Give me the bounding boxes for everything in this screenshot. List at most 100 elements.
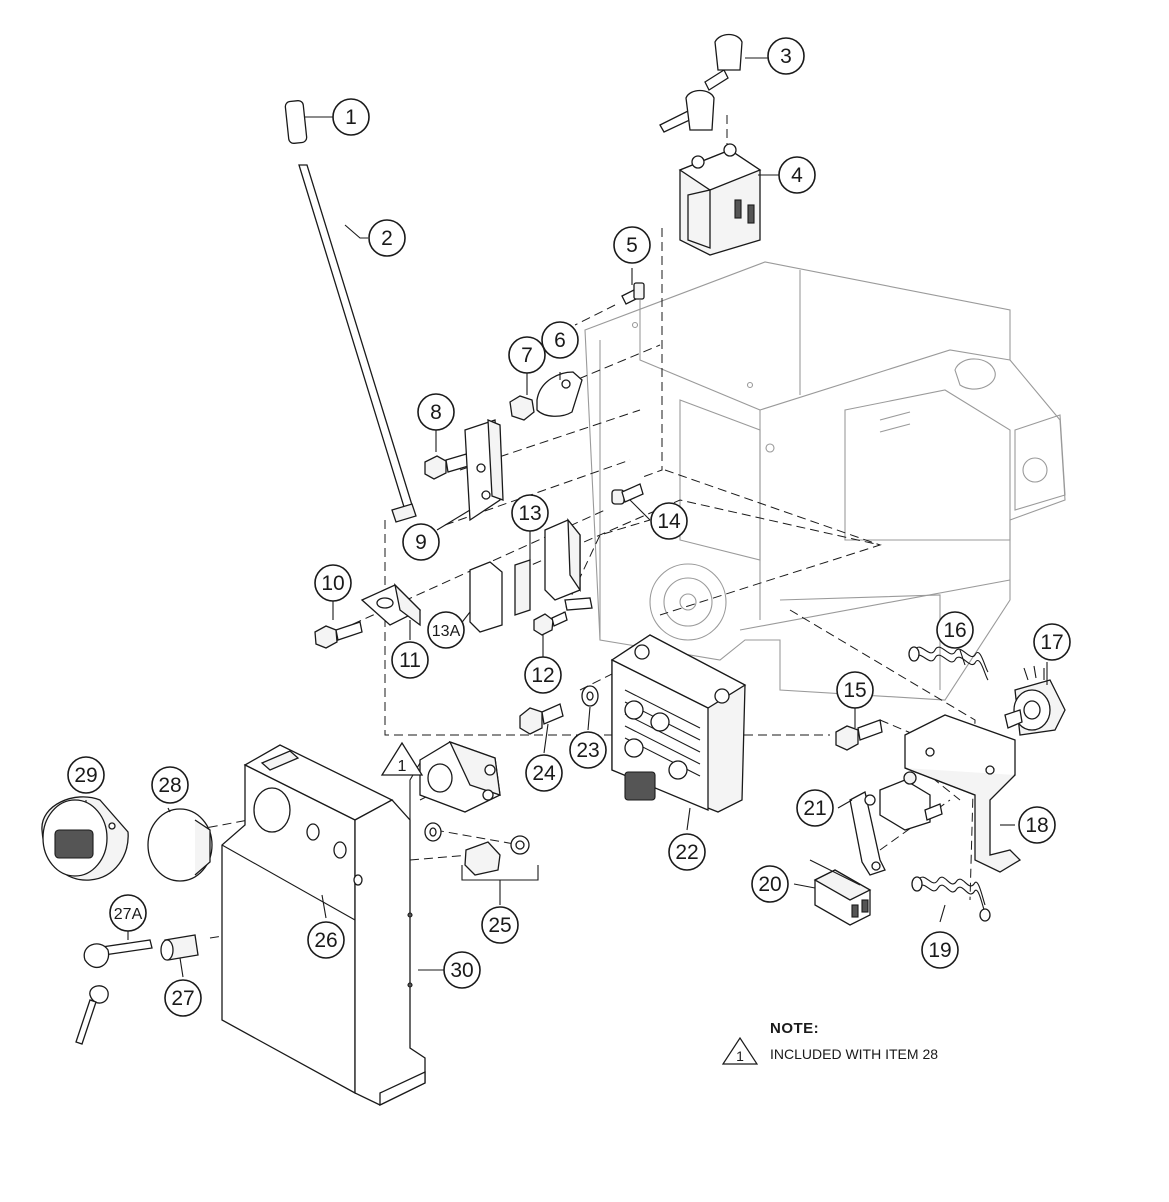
callout-bubbles: 1234567891011121313A14151617181920212223… (67, 37, 1071, 1017)
callout-18: 18 (1018, 806, 1056, 844)
callout-label: 29 (74, 764, 97, 787)
callout-circle (796, 789, 834, 827)
callout-circle (443, 951, 481, 989)
note-triangle-marker: 1 (380, 741, 424, 776)
callout-circle (332, 98, 370, 136)
callout-circle (767, 37, 805, 75)
callout-label: 13A (432, 623, 461, 640)
callout-label: 4 (791, 164, 803, 187)
note-triangle-icon: 1 (721, 1036, 759, 1065)
callout-circle (921, 931, 959, 969)
callout-28: 28 (151, 766, 189, 804)
callout-label: 27 (171, 987, 194, 1010)
callout-23: 23 (569, 731, 607, 769)
nut-7 (509, 395, 535, 421)
callout-circle (936, 611, 974, 649)
callout-label: 21 (803, 797, 826, 820)
callout-label: 6 (554, 329, 566, 352)
callout-label: 8 (430, 401, 442, 424)
callout-label: 22 (675, 841, 698, 864)
callout-circle (481, 906, 519, 944)
callout-label: 15 (843, 679, 866, 702)
callout-13a: 13A (427, 611, 465, 649)
plate-9 (464, 419, 504, 522)
bolt-15 (835, 719, 883, 751)
lock-barrel-27 (160, 934, 199, 961)
screw-12 (533, 611, 568, 636)
actuator-arm-21 (849, 791, 886, 876)
callout-label: 20 (758, 873, 781, 896)
callout-label: 5 (626, 234, 638, 257)
callout-17: 17 (1033, 623, 1071, 661)
callout-circle (164, 979, 202, 1017)
note-title: NOTE: (770, 1020, 820, 1037)
washer-23 (581, 685, 599, 707)
callout-circle (1033, 623, 1071, 661)
cover-28 (147, 808, 213, 882)
handle-rod (284, 100, 417, 523)
spring-19 (911, 876, 991, 922)
callout-8: 8 (417, 393, 455, 431)
callout-22: 22 (668, 833, 706, 871)
spring-16 (908, 646, 989, 681)
callout-14: 14 (650, 502, 688, 540)
bracket-18 (879, 714, 1022, 873)
callout-circle (314, 564, 352, 602)
bolt-10 (314, 621, 363, 649)
contactor (659, 33, 762, 256)
callout-circle (525, 754, 563, 792)
callout-16: 16 (936, 611, 974, 649)
callout-label: 25 (488, 914, 511, 937)
callout-label: 1 (345, 106, 357, 129)
potentiometer-17 (1004, 665, 1066, 736)
bracket-6 (536, 371, 583, 417)
callout-label: 14 (657, 510, 681, 533)
callout-27: 27 (164, 979, 202, 1017)
callout-29: 29 (67, 756, 105, 794)
callout-7: 7 (508, 336, 546, 374)
callout-label: 28 (158, 774, 181, 797)
callout-1: 1 (332, 98, 370, 136)
callout-label: 7 (521, 344, 533, 367)
callout-circle (668, 833, 706, 871)
callout-circle (613, 226, 651, 264)
callout-6: 6 (541, 321, 579, 359)
callout-20: 20 (751, 865, 789, 903)
callout-21: 21 (796, 789, 834, 827)
callout-9: 9 (402, 523, 440, 561)
note-text: INCLUDED WITH ITEM 28 (770, 1046, 939, 1062)
callout-circle (1018, 806, 1056, 844)
key-set-27A (75, 939, 153, 1045)
callout-25: 25 (481, 906, 519, 944)
callout-label: 19 (928, 939, 951, 962)
callout-11: 11 (391, 641, 429, 679)
fuse-holder (469, 518, 593, 633)
screw-5 (621, 282, 645, 305)
callout-label: 16 (943, 619, 966, 642)
svg-text:1: 1 (398, 758, 407, 775)
callout-label: 2 (381, 227, 393, 250)
screw-14 (611, 483, 644, 505)
callout-label: 9 (415, 531, 427, 554)
callout-circle (836, 671, 874, 709)
callout-circle (524, 656, 562, 694)
indicator-housing (419, 740, 501, 813)
callout-circle (650, 502, 688, 540)
callout-26: 26 (307, 921, 345, 959)
callout-label: 26 (314, 929, 337, 952)
motor-controller (610, 634, 747, 813)
control-panel-30 (221, 744, 426, 1107)
callout-circle (427, 611, 465, 649)
bolt-24 (519, 703, 564, 735)
callout-label: 13 (518, 502, 541, 525)
callout-2: 2 (368, 219, 406, 257)
callout-label: 10 (321, 572, 344, 595)
callout-label: 18 (1025, 814, 1048, 837)
callout-label: 30 (450, 959, 473, 982)
callout-circle (511, 494, 549, 532)
callout-label: 24 (532, 762, 556, 785)
callout-circle (368, 219, 406, 257)
callout-circle (541, 321, 579, 359)
callout-circle (508, 336, 546, 374)
callout-circle (391, 641, 429, 679)
